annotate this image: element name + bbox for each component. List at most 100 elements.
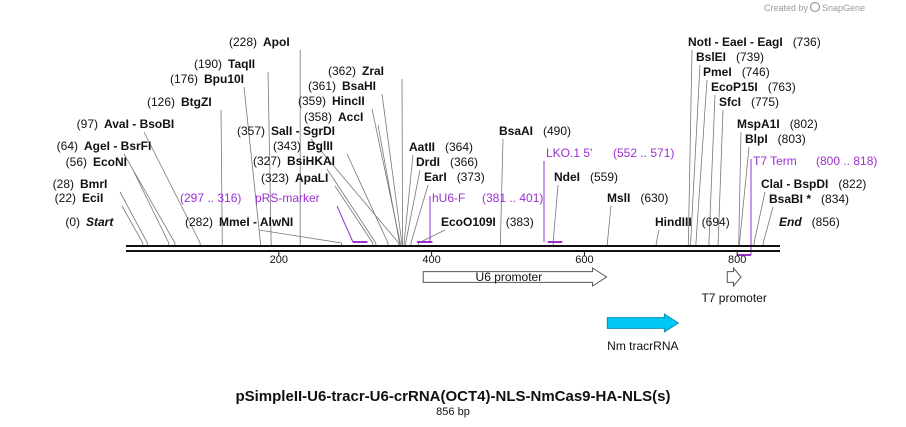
feature-label: Nm tracrRNA	[607, 339, 678, 353]
site-name: ApaLI	[295, 171, 328, 185]
site-name: HindIII	[655, 215, 692, 229]
ruler-tick-label: 800	[728, 254, 746, 266]
feature-label: U6 promoter	[476, 270, 543, 284]
site-position: (383)	[506, 215, 534, 229]
site-labels: (0)Start(22)EciI(28)BmrI(56)EcoNI(64)Age…	[53, 35, 867, 229]
site-leader-line	[121, 205, 144, 246]
site-name: AvaI - BsoBI	[104, 117, 174, 131]
site-hindiii: HindIII (694)	[655, 215, 730, 229]
feature-arrow	[606, 313, 680, 333]
site-name: EcoP15I	[711, 80, 758, 94]
site-ecop15i: EcoP15I (763)	[711, 80, 796, 94]
site-ecoo109i: EcoO109I (383)	[441, 215, 534, 229]
site-position: (28)	[53, 177, 74, 191]
site-bpu10i: (176) Bpu10I	[170, 72, 244, 86]
site-name: BsaHI	[342, 79, 376, 93]
site-position: (559)	[590, 170, 618, 184]
site-bsihkai: (327)BsiHKAI	[253, 154, 335, 168]
site-leader-line	[123, 153, 176, 246]
site-name: BmrI	[80, 177, 107, 191]
feature-arrow	[726, 266, 742, 288]
site-position: (736)	[793, 35, 821, 49]
site-position: (490)	[543, 124, 571, 138]
site-name: AgeI - BsrFI	[84, 139, 151, 153]
site-position: (364)	[445, 140, 473, 154]
site-position: (64)	[57, 139, 78, 153]
site-position: (694)	[702, 215, 730, 229]
site-position: (739)	[736, 50, 764, 64]
site-position: (327)	[253, 154, 281, 168]
primer-leader	[336, 205, 354, 243]
primer-name: LKO.1 5'	[546, 146, 592, 160]
site-position: (176)	[170, 72, 198, 86]
site-leader-line	[606, 205, 612, 246]
site-name: MspA1I	[737, 117, 780, 131]
snapgene-logo-icon	[809, 1, 821, 13]
credit-text: Created by	[764, 3, 809, 13]
site-leader-line	[410, 184, 429, 246]
site-name: EcoO109I	[441, 215, 496, 229]
site-leader-line	[552, 184, 559, 246]
site-bsabi: BsaBI *(834)	[769, 192, 849, 206]
site-position: (763)	[768, 80, 796, 94]
site-leader-line	[119, 191, 148, 246]
site-position: (358)	[304, 110, 332, 124]
primer-lko-1-5: LKO.1 5'(552 .. 571)	[543, 146, 674, 243]
site-sali-sgrdi: (357)SalI - SgrDI	[237, 124, 335, 138]
primer-hu6-f: hU6-F(381 .. 401)	[417, 191, 543, 243]
site-name: NotI - EaeI - EagI	[688, 35, 783, 49]
site-ndei: NdeI(559)	[554, 170, 618, 184]
site-leader-line	[403, 154, 414, 246]
site-name: BsaBI *	[769, 192, 811, 206]
feature-t7-promoter: T7 promoter	[701, 266, 767, 305]
site-taqii: (190)TaqII	[194, 57, 255, 71]
site-drdi: DrdI(366)	[416, 155, 478, 169]
site-ecii: (22)EciI	[55, 191, 104, 205]
site-position: (802)	[790, 117, 818, 131]
site-name: BglII	[307, 139, 333, 153]
site-name: Bpu10I	[204, 72, 244, 86]
site-position: (343)	[273, 139, 301, 153]
site-end: End(856)	[779, 215, 840, 229]
site-name: AatII	[409, 140, 435, 154]
site-name: DrdI	[416, 155, 440, 169]
site-position: (803)	[778, 132, 806, 146]
site-zrai: (362)ZraI	[328, 64, 384, 78]
site-name: MmeI - AlwNI	[219, 215, 293, 229]
feature-nm-tracrrna: Nm tracrRNA	[606, 313, 680, 353]
feature-layer: U6 promoter T7 promoter Nm tracrRNA	[422, 266, 767, 353]
site-name: ClaI - BspDI	[761, 177, 828, 191]
feature-arrow	[422, 267, 608, 287]
site-position: (822)	[838, 177, 866, 191]
site-position: (0)	[65, 215, 80, 229]
primer-range: (381 .. 401)	[482, 191, 543, 205]
site-leader-line	[418, 229, 446, 246]
site-pmei: PmeI(746)	[703, 65, 770, 79]
site-name: BsaAI	[499, 124, 533, 138]
site-leader-line	[401, 78, 403, 246]
site-position: (56)	[66, 155, 87, 169]
site-leader-line	[346, 153, 389, 246]
site-leader-line	[690, 64, 701, 246]
ruler-tick-label: 200	[270, 254, 288, 266]
site-apali: (323)ApaLI	[261, 171, 328, 185]
site-leader-line	[655, 229, 660, 246]
primer-prs-marker: (297 .. 316)pRS-marker	[180, 191, 368, 243]
site-name: PmeI	[703, 65, 732, 79]
site-mmei-alwni: (282)MmeI - AlwNI	[185, 215, 293, 229]
site-position: (361)	[308, 79, 336, 93]
site-position: (97)	[77, 117, 98, 131]
site-aatii: AatII (364)	[409, 140, 473, 154]
site-leader-line	[762, 206, 774, 246]
site-apoi: (228)ApoI	[229, 35, 290, 49]
site-name: TaqII	[228, 57, 255, 71]
site-name: BtgZI	[181, 95, 212, 109]
site-name: AccI	[338, 110, 363, 124]
ruler-tick-label: 600	[575, 254, 593, 266]
site-position: (373)	[457, 170, 485, 184]
site-position: (126)	[147, 95, 175, 109]
site-msli: MslI(630)	[607, 191, 668, 205]
site-name: SfcI	[719, 95, 741, 109]
